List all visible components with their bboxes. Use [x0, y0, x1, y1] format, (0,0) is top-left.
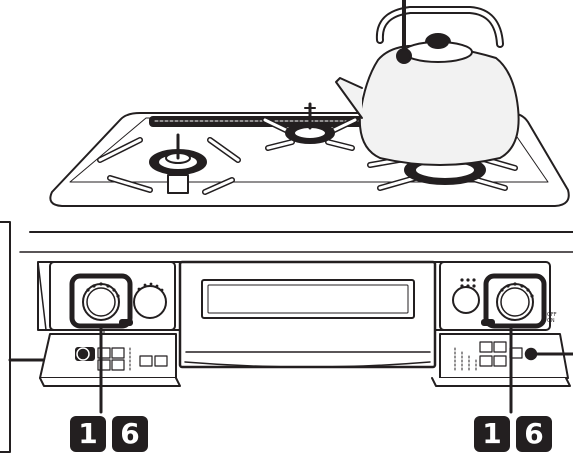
callout-badge-left-6: 6 — [112, 416, 148, 452]
right-panel-marks: OFF ON — [547, 312, 557, 324]
callout-badge-right-6: 6 — [516, 416, 552, 452]
left-drawer — [40, 334, 180, 386]
callout-badge-left-1: 1 — [70, 416, 106, 452]
knob-mark-on: ON — [547, 318, 555, 324]
kettle — [336, 0, 519, 165]
right-drawer — [432, 334, 573, 386]
callout-badge-right-1: 1 — [474, 416, 510, 452]
